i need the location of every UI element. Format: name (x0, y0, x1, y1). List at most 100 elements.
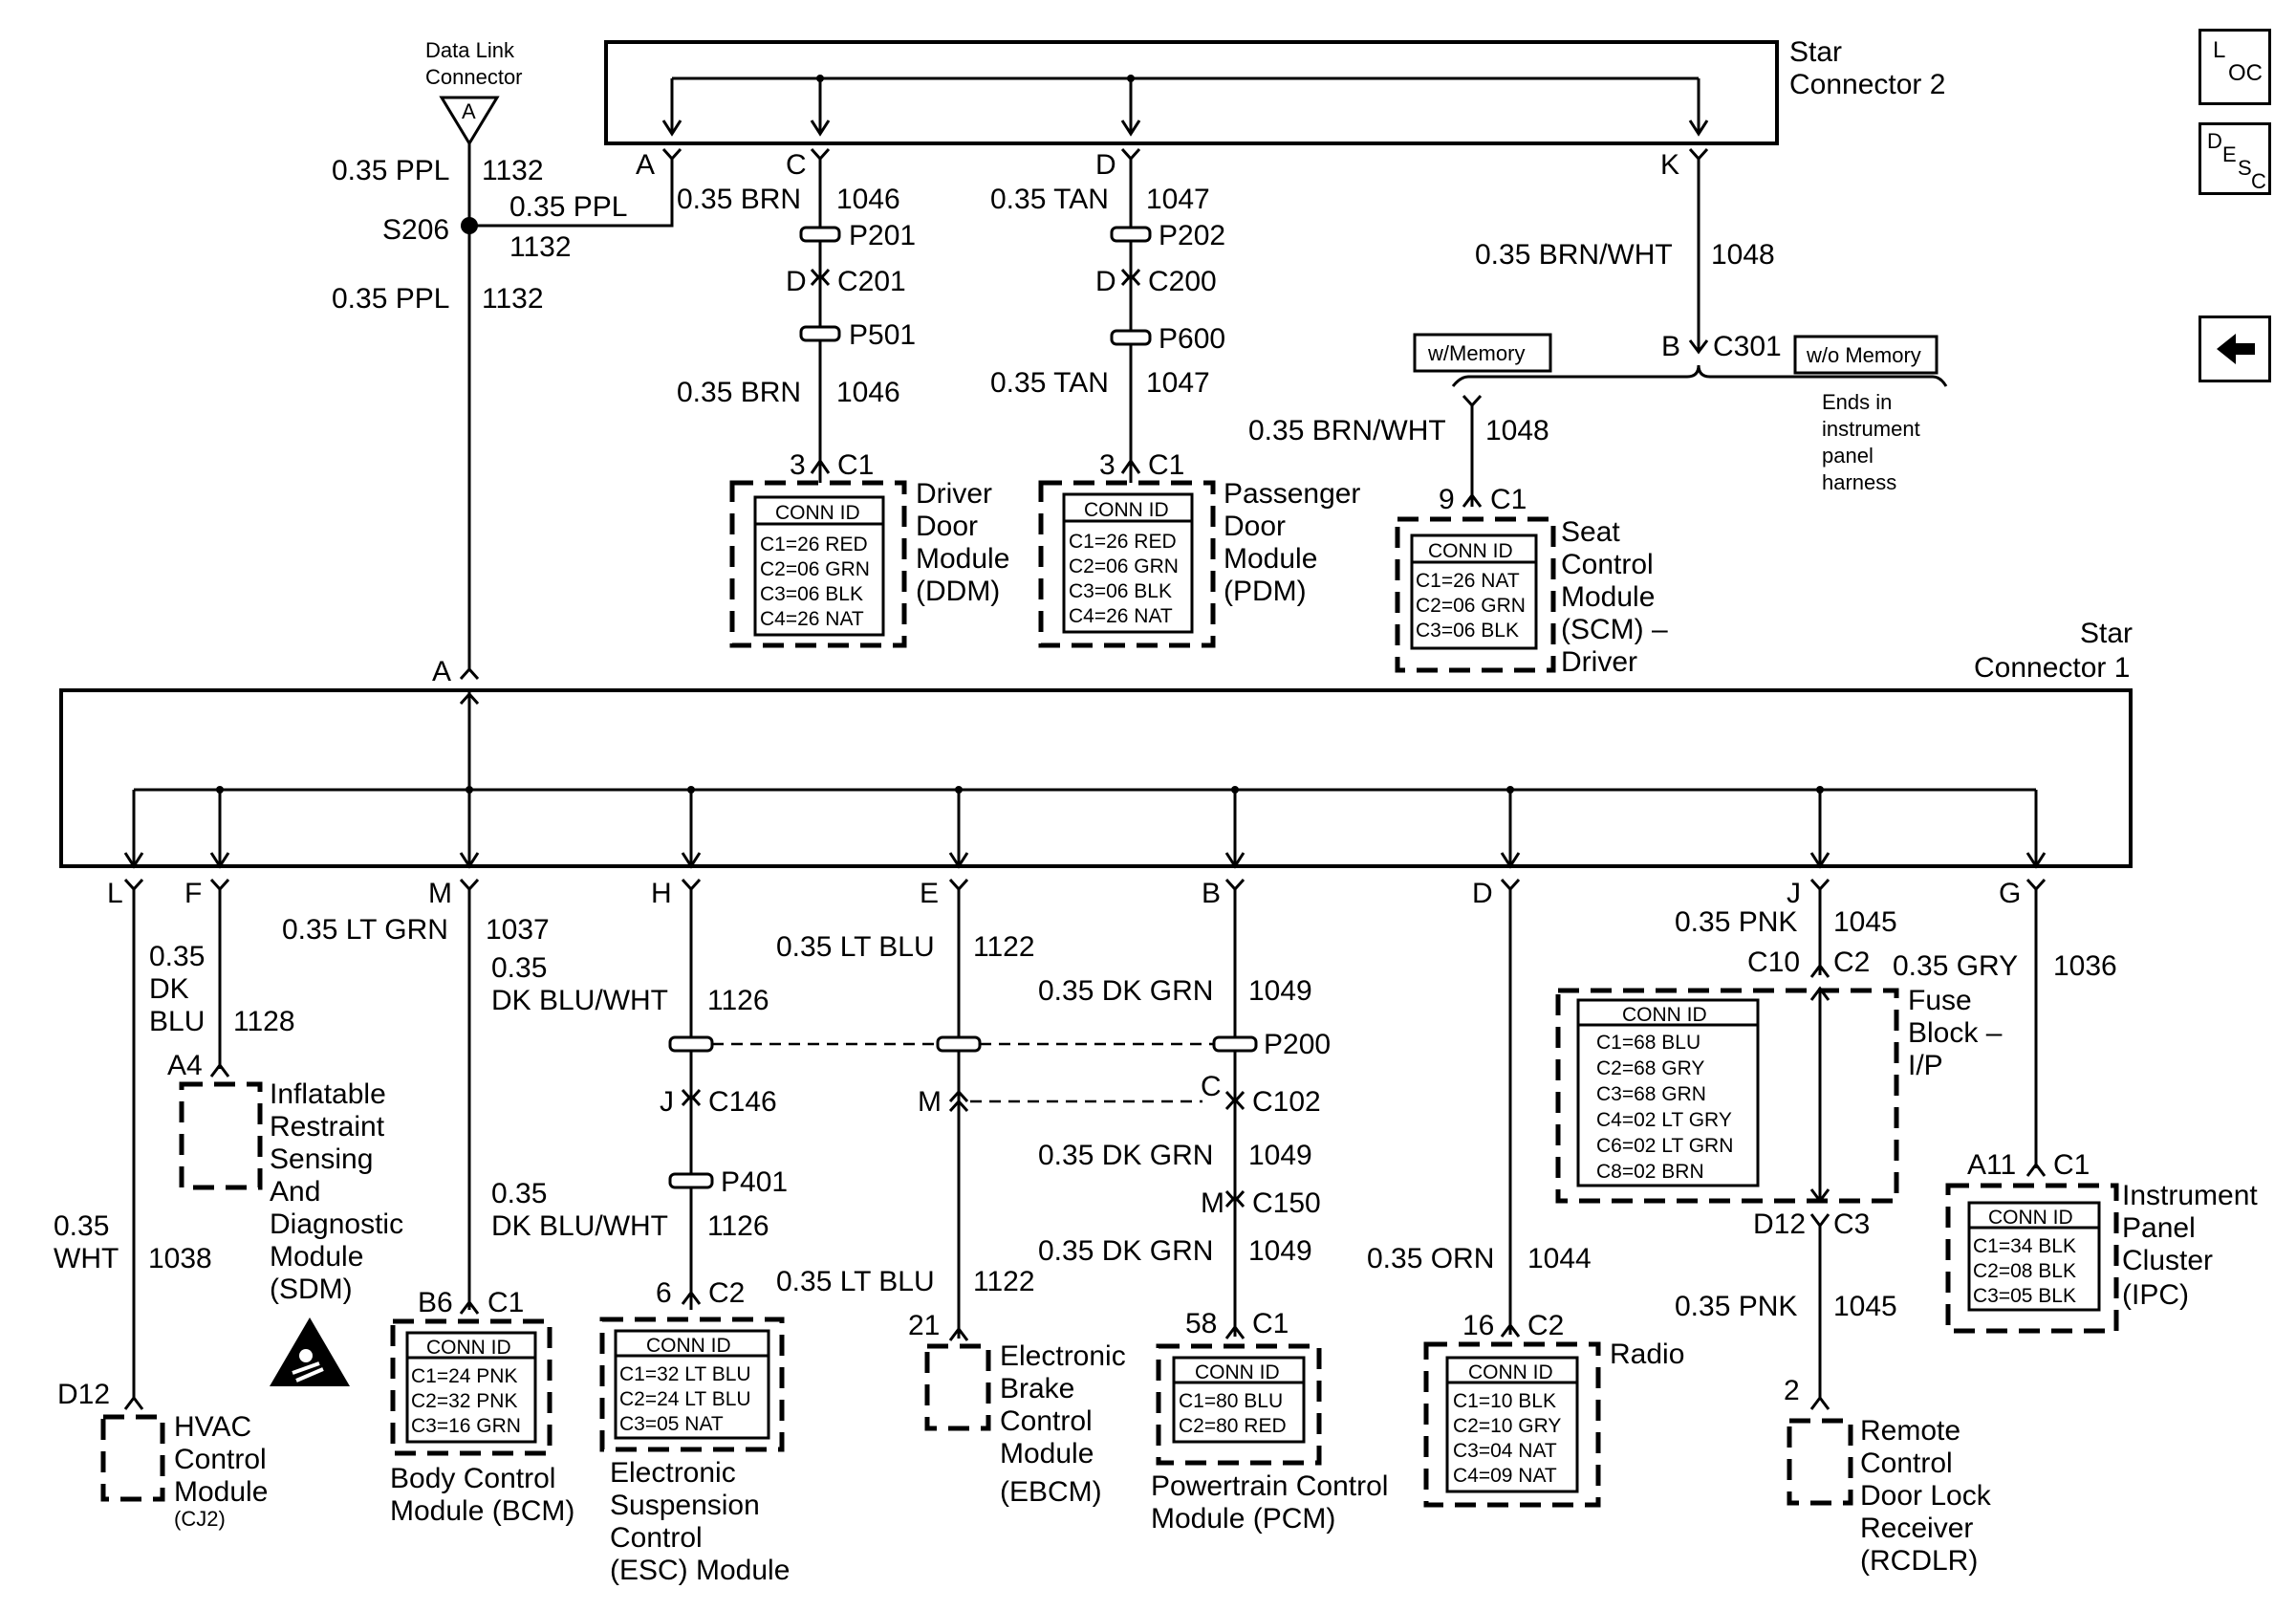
star-connector-2-title: Star (1789, 36, 1842, 68)
pin-label: B (1202, 878, 1221, 909)
description-button[interactable]: D E S C (2199, 122, 2271, 195)
connector-label: C200 (1148, 266, 1217, 297)
circuit-label: 1048 (1711, 239, 1775, 271)
pin-label: J (1787, 878, 1801, 909)
back-button[interactable] (2199, 316, 2271, 382)
ebcm-module[interactable]: Electronic Brake Control Module (EBCM) (924, 1340, 1126, 1508)
desc-sup: E (2222, 142, 2237, 166)
module-name: (RCDLR) (1860, 1545, 1978, 1577)
rcdlr-module[interactable]: Remote Control Door Lock Receiver (RCDLR… (1787, 1415, 1992, 1577)
star-2-pins: A C D K (636, 147, 1709, 181)
dlc-label: Data Link (425, 38, 515, 62)
connector-label: C201 (837, 266, 906, 297)
pin-label: 58 (1185, 1308, 1217, 1339)
conn-id-title: CONN ID (1988, 1207, 2073, 1229)
module-name: Door Lock (1860, 1480, 1992, 1512)
rcdlr-branch: 0.35 PNK 1045 C10 C2 D12 C3 0.35 PNK 104… (1675, 889, 1897, 1410)
pin-label: 3 (1099, 449, 1116, 481)
conn-id-row: C2=06 GRN (1069, 555, 1179, 577)
pin-label: D (1095, 266, 1116, 297)
circuit-label: 1049 (1248, 975, 1312, 1007)
sdm-module[interactable]: Inflatable Restraint Sensing And Diagnos… (179, 1078, 403, 1386)
note-line: Ends in (1822, 390, 1892, 414)
conn-id-row: C3=06 BLK (1416, 620, 1519, 642)
conn-id-row: C3=06 BLK (760, 583, 863, 605)
pin-label: F (184, 878, 202, 909)
connector-label: P501 (849, 319, 916, 351)
wire-label: BLU (149, 1006, 205, 1037)
conn-id-title: CONN ID (775, 502, 860, 524)
wire-label: 0.35 BRN/WHT (1248, 415, 1446, 446)
pin-label: C (786, 149, 807, 181)
conn-id-row: C2=06 GRN (760, 558, 870, 580)
module-name: (EBCM) (1000, 1476, 1102, 1508)
location-button[interactable]: L OC (2199, 29, 2271, 105)
module-name: (DDM) (916, 576, 1000, 607)
star-connector-1: Star Connector 1 A L F M H E B D J G (59, 618, 2133, 909)
conn-id-title: CONN ID (646, 1335, 731, 1357)
wire-label: DK BLU/WHT (491, 985, 668, 1016)
scm-module[interactable]: CONN ID C1=26 NAT C2=06 GRN C3=06 BLK Se… (1395, 516, 1668, 678)
pin-label: E (920, 878, 939, 909)
module-name: Control (174, 1444, 267, 1475)
wire-label: 0.35 PPL (332, 283, 449, 315)
circuit-label: 1044 (1527, 1243, 1592, 1274)
circuit-label: 1049 (1248, 1235, 1312, 1267)
pcm-branch: 0.35 DK GRN 1049 P200 C C102 0.35 DK GRN… (1038, 889, 1331, 1339)
star-connector-2: Star Connector 2 (604, 36, 1945, 145)
conn-id-row: C4=26 NAT (1069, 605, 1173, 627)
ipc-module[interactable]: CONN ID C1=34 BLK C2=08 BLK C3=05 BLK In… (1945, 1180, 2258, 1334)
pin-label: M (428, 878, 452, 909)
module-name: Remote (1860, 1415, 1960, 1447)
circuit-label: 1126 (707, 1210, 769, 1242)
circuit-label: 1122 (973, 931, 1035, 963)
radio-module[interactable]: CONN ID C1=10 BLK C2=10 GRY C3=04 NAT C4… (1423, 1339, 1684, 1508)
pin-label: D (786, 266, 807, 297)
conn-id-row: C4=09 NAT (1453, 1465, 1557, 1487)
pcm-module[interactable]: CONN ID C1=80 BLU C2=80 RED Powertrain C… (1151, 1343, 1388, 1535)
connector-label: C2 (708, 1277, 745, 1309)
note-line: harness (1822, 470, 1896, 494)
module-name: And (270, 1176, 320, 1208)
star-connector-2-subtitle: Connector 2 (1789, 69, 1945, 100)
connector-label: C10 (1747, 947, 1800, 978)
module-name: Module (174, 1476, 268, 1508)
pdm-module[interactable]: CONN ID C1=26 RED C2=06 GRN C3=06 BLK C4… (1038, 478, 1360, 648)
conn-id-row: C4=02 LT GRY (1596, 1109, 1732, 1131)
module-name: Receiver (1860, 1513, 1973, 1544)
module-name: Panel (2122, 1212, 2196, 1244)
conn-id-row: C8=02 BRN (1596, 1161, 1704, 1183)
esc-module[interactable]: CONN ID C1=32 LT BLU C2=24 LT BLU C3=05 … (599, 1317, 790, 1586)
module-name: Powertrain Control (1151, 1470, 1388, 1502)
wire-label: 0.35 DK GRN (1038, 1140, 1213, 1171)
conn-id-row: C3=05 BLK (1973, 1285, 2076, 1307)
module-name: HVAC (174, 1411, 251, 1443)
dlc-pin: A (462, 99, 476, 123)
wire-label: 0.35 PPL (332, 155, 449, 186)
wire-label: DK (149, 973, 189, 1005)
wire-label: 0.35 BRN/WHT (1475, 239, 1673, 271)
connector-label: C1 (1252, 1308, 1289, 1339)
wire-label: WHT (54, 1243, 119, 1274)
module-name: Module (1000, 1438, 1094, 1469)
conn-id-title: CONN ID (1622, 1004, 1707, 1026)
wire-label: 0.35 PPL (509, 191, 627, 223)
fuse-block-module[interactable]: CONN ID C1=68 BLU C2=68 GRY C3=68 GRN C4… (1555, 985, 2003, 1204)
module-name: Module (916, 543, 1009, 575)
conn-id-title: CONN ID (1195, 1361, 1280, 1383)
hvac-module[interactable]: HVAC Control Module (CJ2) (100, 1411, 268, 1531)
module-name: Driver (916, 478, 992, 510)
module-name: (PDM) (1224, 576, 1307, 607)
conn-id-row: C1=10 BLK (1453, 1390, 1556, 1412)
module-name: Control (1860, 1448, 1953, 1479)
connector-label: C150 (1252, 1187, 1321, 1219)
ddm-module[interactable]: CONN ID C1=26 RED C2=06 GRN C3=06 BLK C4… (729, 478, 1009, 648)
pin-label: L (107, 878, 123, 909)
module-name: I/P (1908, 1050, 1943, 1081)
connector-label: C1 (1490, 484, 1527, 515)
wire-label: 0.35 (491, 952, 547, 984)
bcm-module[interactable]: CONN ID C1=24 PNK C2=32 PNK C3=16 GRN Bo… (390, 1318, 574, 1527)
wire-label: 0.35 DK GRN (1038, 1235, 1213, 1267)
connector-label: C301 (1713, 331, 1782, 362)
conn-id-row: C3=06 BLK (1069, 580, 1172, 602)
